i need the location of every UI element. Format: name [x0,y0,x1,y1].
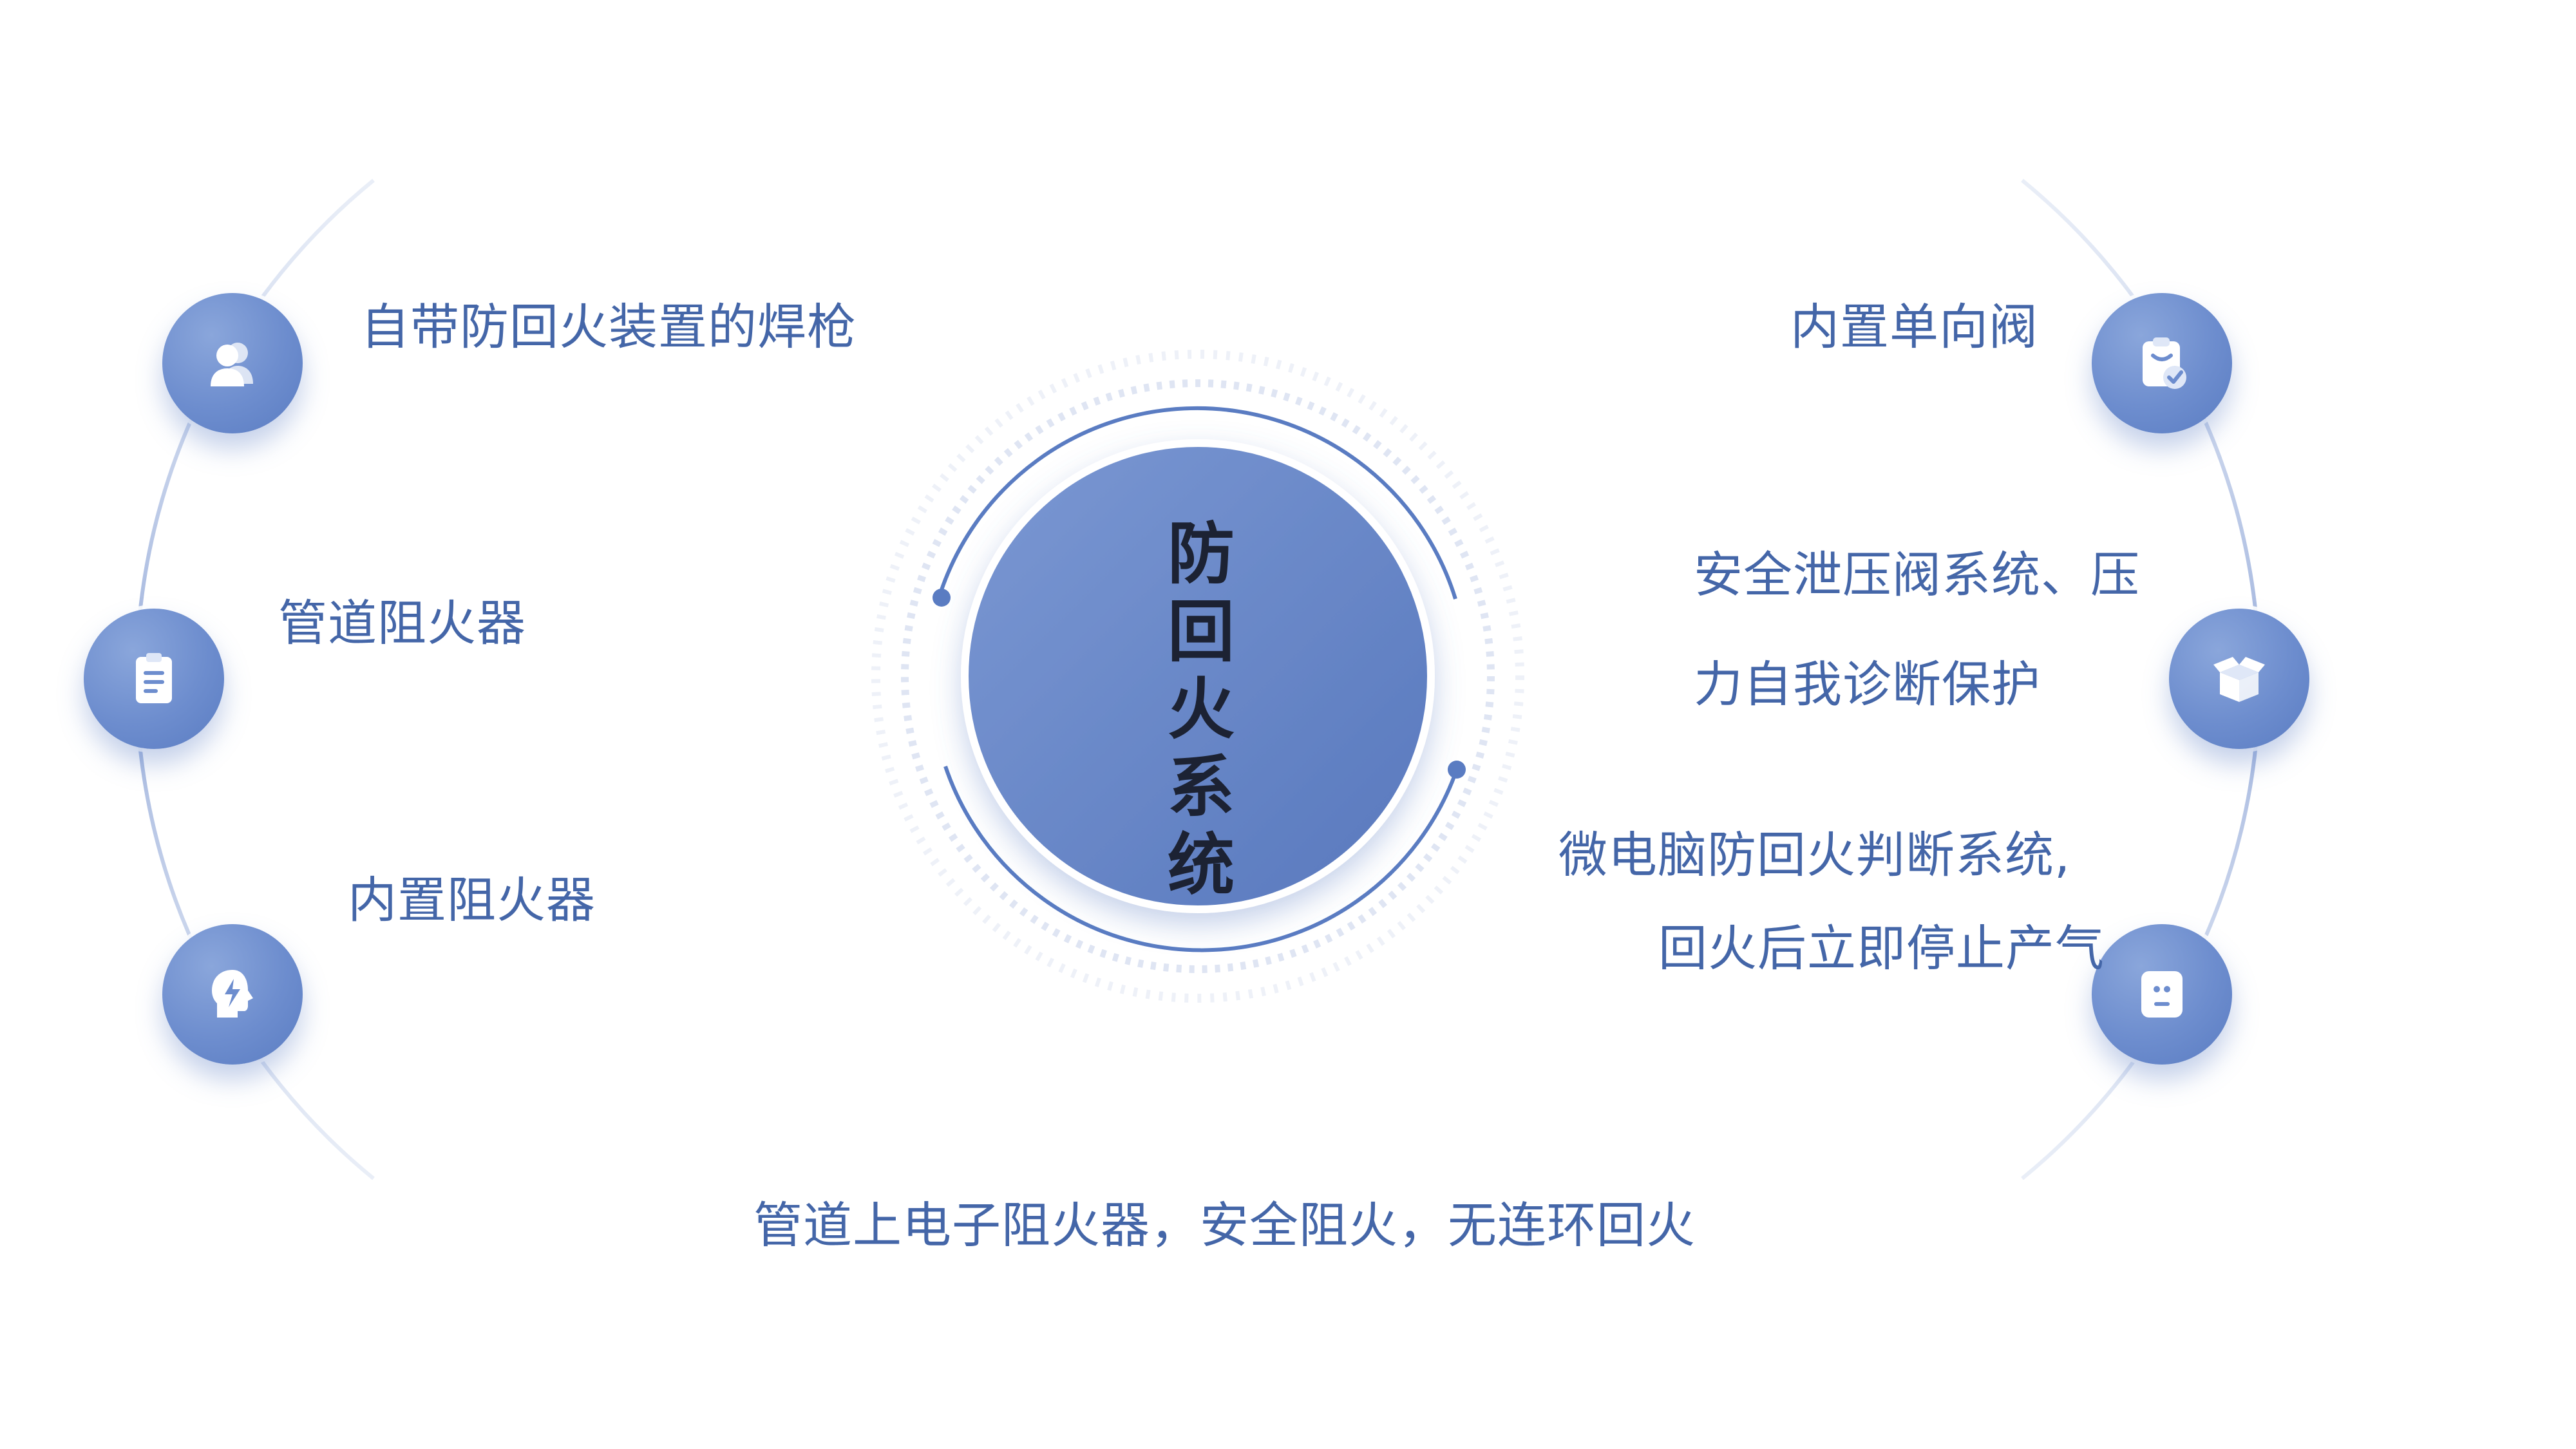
outer-dotted-ring [871,350,1524,1003]
open-box-icon[interactable] [2169,609,2309,749]
bottom-label: 管道上电子阻火器，安全阻火，无连环回火 [753,1197,1696,1254]
right-item-2-line2: 力自我诊断保护 [1694,656,2041,713]
left-item-2-label: 管道阻火器 [278,594,526,652]
left-item-3-label: 内置阻火器 [348,871,596,929]
clipboard-icon[interactable] [84,609,224,749]
right-item-3-line2: 回火后立即停止产气 [1658,920,2105,977]
accent-arc-top [937,406,1457,600]
accent-dot-left [933,589,951,607]
right-item-1-label: 内置单向阀 [1790,298,2038,355]
center-title: 防回火系统 [1167,515,1235,904]
device-icon[interactable] [2092,924,2232,1065]
clipboard-check-icon[interactable] [2092,293,2232,433]
head-lightning-icon[interactable] [162,924,303,1065]
right-item-3-line1: 微电脑防回火判断系统, [1558,826,2071,884]
accent-arc-bottom [943,766,1459,952]
users-icon[interactable] [162,293,303,433]
center-circle [961,439,1435,913]
left-item-1-label: 自带防回火装置的焊枪 [361,298,857,355]
inner-dotted-ring [901,379,1495,973]
accent-dot-right [1448,761,1466,779]
right-item-2-line1: 安全泄压阀系统、压 [1694,546,2140,603]
